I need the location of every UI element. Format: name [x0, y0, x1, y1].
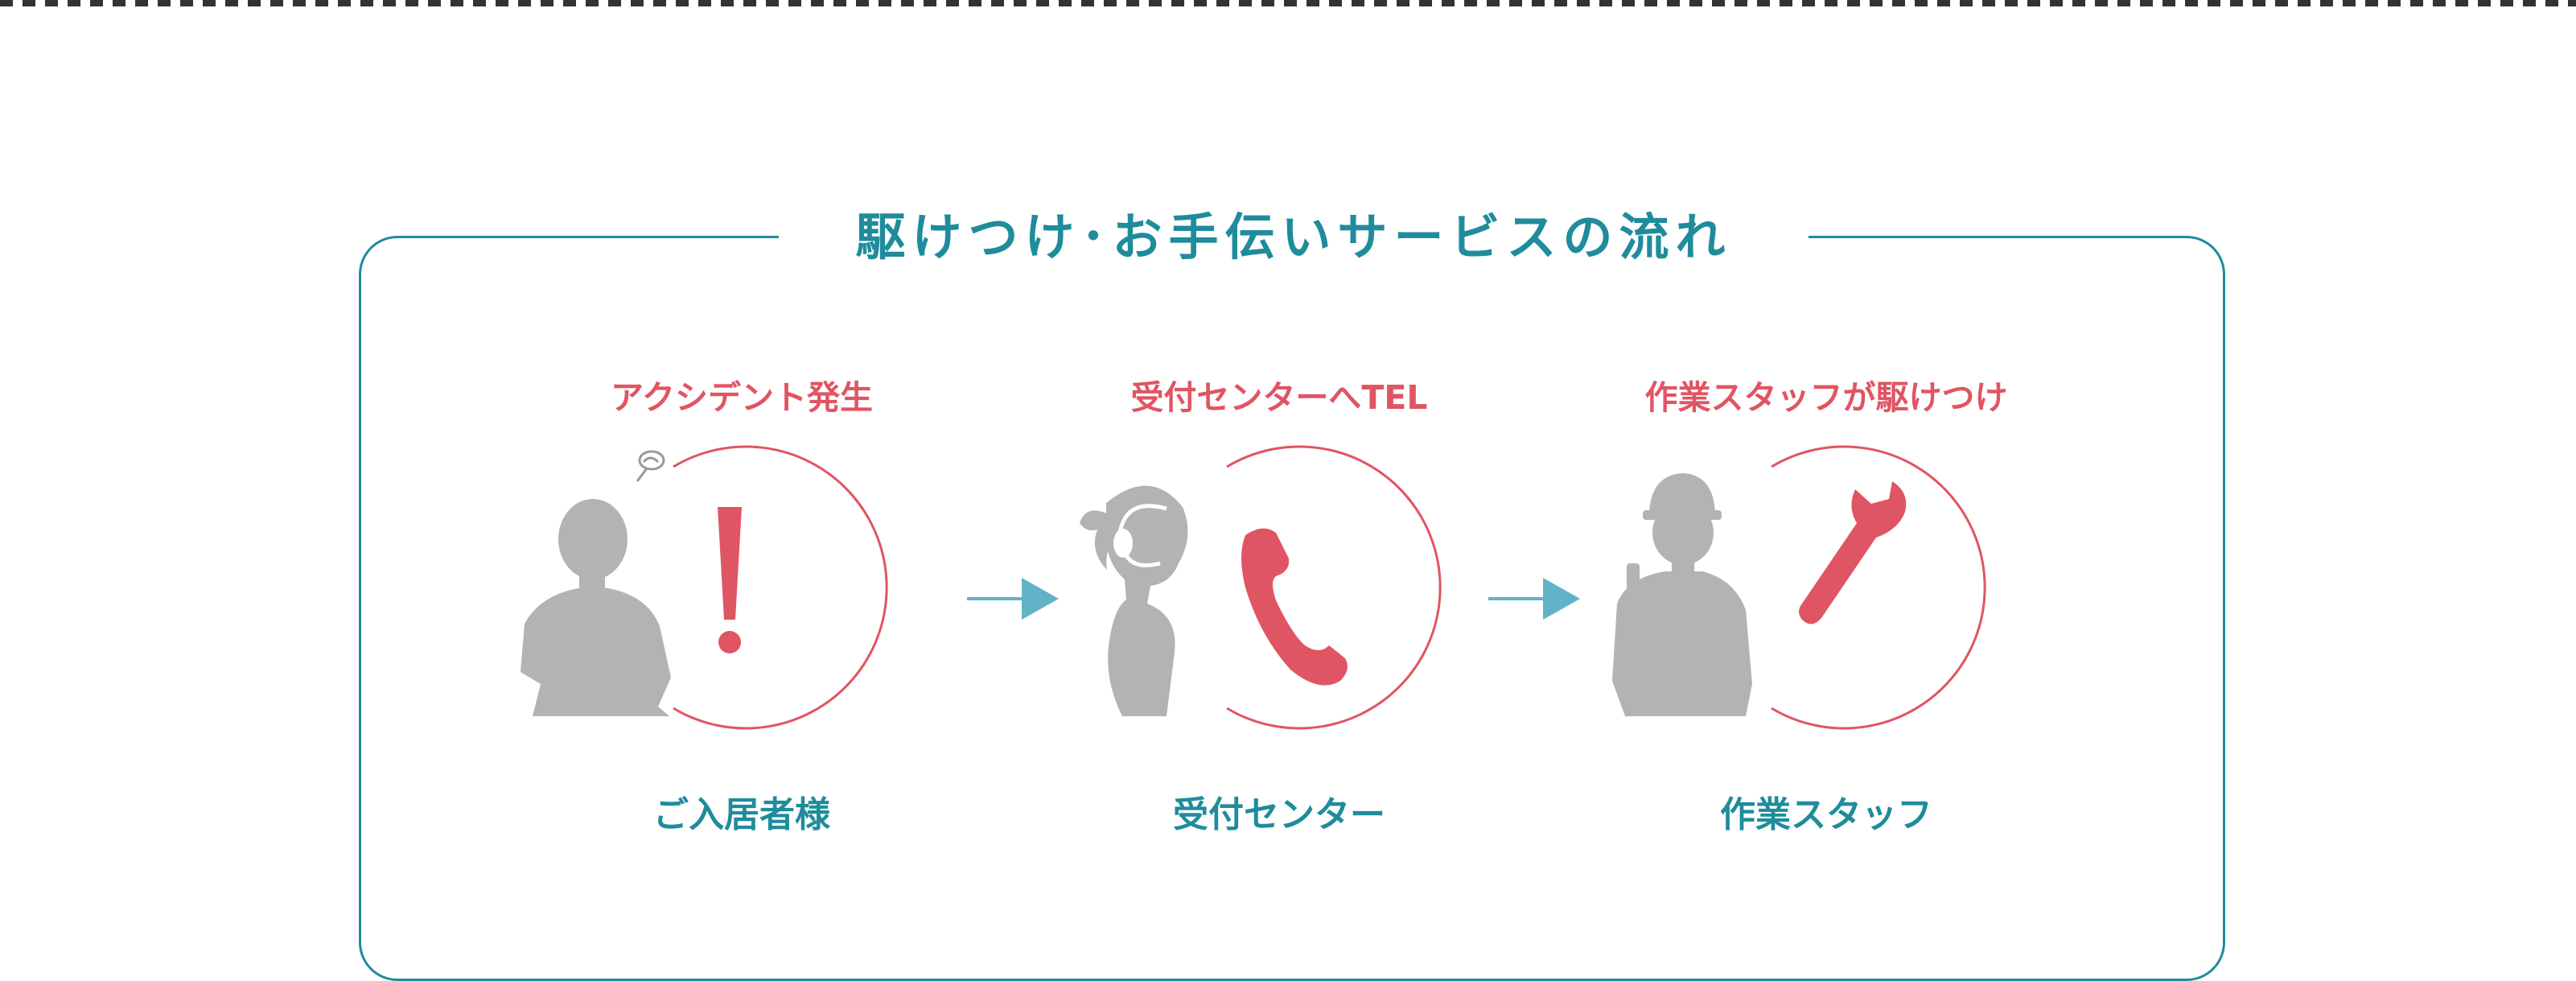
step-illustration [521, 445, 888, 730]
step-actor-label: ご入居者様 [653, 794, 830, 835]
ring-arc [1771, 445, 1986, 730]
ring-arc [673, 445, 888, 730]
exclamation-icon [718, 507, 742, 653]
step-resident: アクシデント発生 ご入居者様 [492, 370, 991, 837]
page-title: 駆けつけ･お手伝いサービスの流れ [779, 203, 1809, 272]
step-illustration [1080, 445, 1442, 730]
wrench-icon [1799, 481, 1907, 624]
arrow-right-icon [967, 578, 1059, 620]
step-action-label: アクシデント発生 [611, 378, 873, 417]
step-actor-label: 作業スタッフ [1720, 794, 1932, 835]
phone-icon [1241, 528, 1348, 686]
operator-with-headset-icon [1080, 485, 1188, 716]
headset-icon [1113, 504, 1167, 567]
worried-person-icon [521, 499, 671, 716]
step-work-staff: 作業スタッフが駆けつけ 作業スタッフ [1577, 370, 2076, 837]
worker-with-helmet-icon [1612, 473, 1752, 716]
dashed-separator [0, 0, 2576, 6]
step-reception-center: 受付センターへTEL 受付センター [1030, 370, 1529, 837]
worry-scribble-icon [636, 450, 665, 482]
step-action-label: 作業スタッフが駆けつけ [1644, 378, 2008, 417]
step-illustration [1612, 445, 1986, 730]
arrow-right-icon [1488, 578, 1580, 620]
step-actor-label: 受付センター [1173, 794, 1385, 835]
ring-arc [1226, 445, 1442, 730]
step-action-label: 受付センターへTEL [1130, 378, 1428, 417]
